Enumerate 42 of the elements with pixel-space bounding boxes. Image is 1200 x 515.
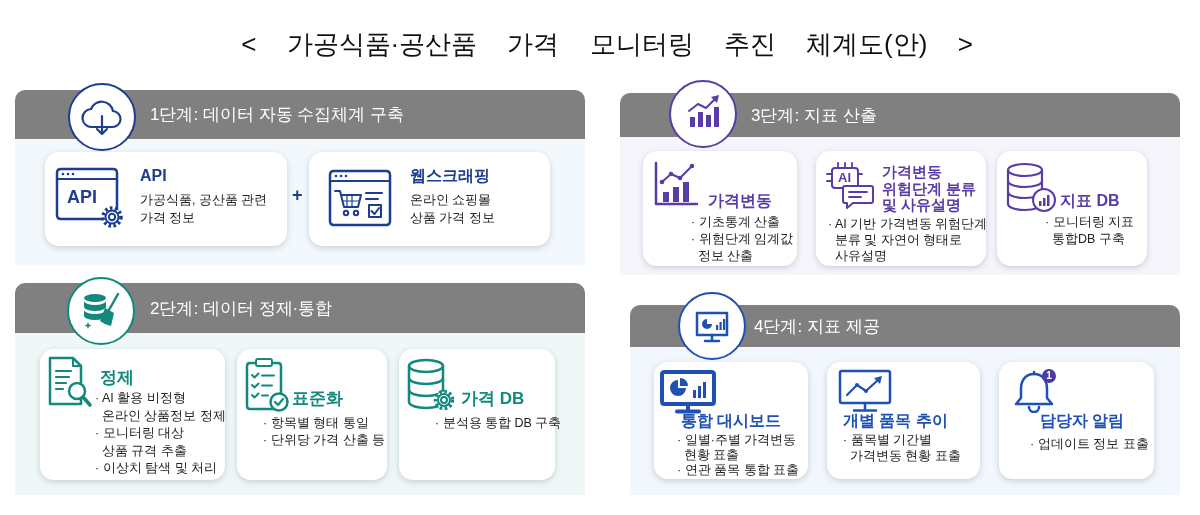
- bullet-text: · 모니터링 대상 상품 규격 추출: [95, 425, 188, 460]
- card-title: 통합 대시보드: [680, 411, 782, 431]
- bullet-text: · AI 기반 가격변동 위험단계 분류 및 자연어 형태로 사유설명: [828, 216, 989, 264]
- info-card: [999, 362, 1154, 479]
- icon-text: API: [67, 187, 97, 207]
- card-title: API: [140, 166, 167, 186]
- info-card: [827, 362, 980, 479]
- bullet-text: · 이상치 탐색 및 처리: [95, 460, 218, 477]
- bullet-text: · 위험단계 임계값 정보 산출: [691, 231, 795, 264]
- card-title: 표준화: [292, 389, 343, 409]
- info-card: [40, 349, 225, 480]
- bullet-text: · 일별·주별 가격변동 현황 표출: [677, 433, 798, 463]
- info-card: [45, 152, 287, 246]
- card-title: 지표 DB: [1060, 191, 1120, 211]
- count-badge: 1: [1042, 369, 1056, 383]
- card-title: 가격 DB: [461, 389, 525, 409]
- icon-text: AI: [838, 170, 851, 186]
- info-card: [237, 349, 387, 480]
- card-title: 개별 품목 추이: [843, 411, 948, 431]
- info-card: [654, 362, 808, 479]
- card-text: 가공식품, 공산품 관련 가격 정보: [140, 192, 269, 227]
- card-title: 웹스크래핑: [410, 166, 490, 186]
- card-title: 담당자 알림: [1040, 411, 1125, 431]
- bullet-text: · AI 활용 비정형 온라인 상품정보 정제: [95, 390, 227, 425]
- bullet-text: · 연관 품목 통합 표출: [677, 463, 800, 478]
- bullet-text: · 기초통계 산출: [691, 214, 781, 231]
- card-title: 가격변동 위험단계 분류 및 사유설명: [882, 164, 978, 214]
- bullet-text: · 항목별 형태 통일: [263, 415, 369, 432]
- info-card: [997, 151, 1147, 266]
- info-card: [643, 151, 797, 266]
- card-title: 정제: [100, 368, 134, 388]
- card-title: 가격변동: [708, 191, 772, 211]
- bullet-text: · 단위당 가격 산출 등: [263, 432, 386, 449]
- bullet-text: · 업데이트 정보 표출: [1030, 436, 1149, 453]
- bullet-text: · 분석용 통합 DB 구축: [435, 415, 562, 432]
- info-card: [309, 152, 550, 246]
- bullet-text: · 모니터링 지표 통합DB 구축: [1045, 214, 1136, 247]
- card-text: 온라인 쇼핑몰 상품 가격 정보: [410, 192, 496, 227]
- info-card: [816, 151, 986, 266]
- plus-sign: +: [292, 185, 303, 205]
- diagram-title: < 가공식품·공산품 가격 모니터링 추진 체계도(안) >: [241, 28, 973, 61]
- bullet-text: · 품목별 기간별 가격변동 현황 표출: [843, 432, 962, 464]
